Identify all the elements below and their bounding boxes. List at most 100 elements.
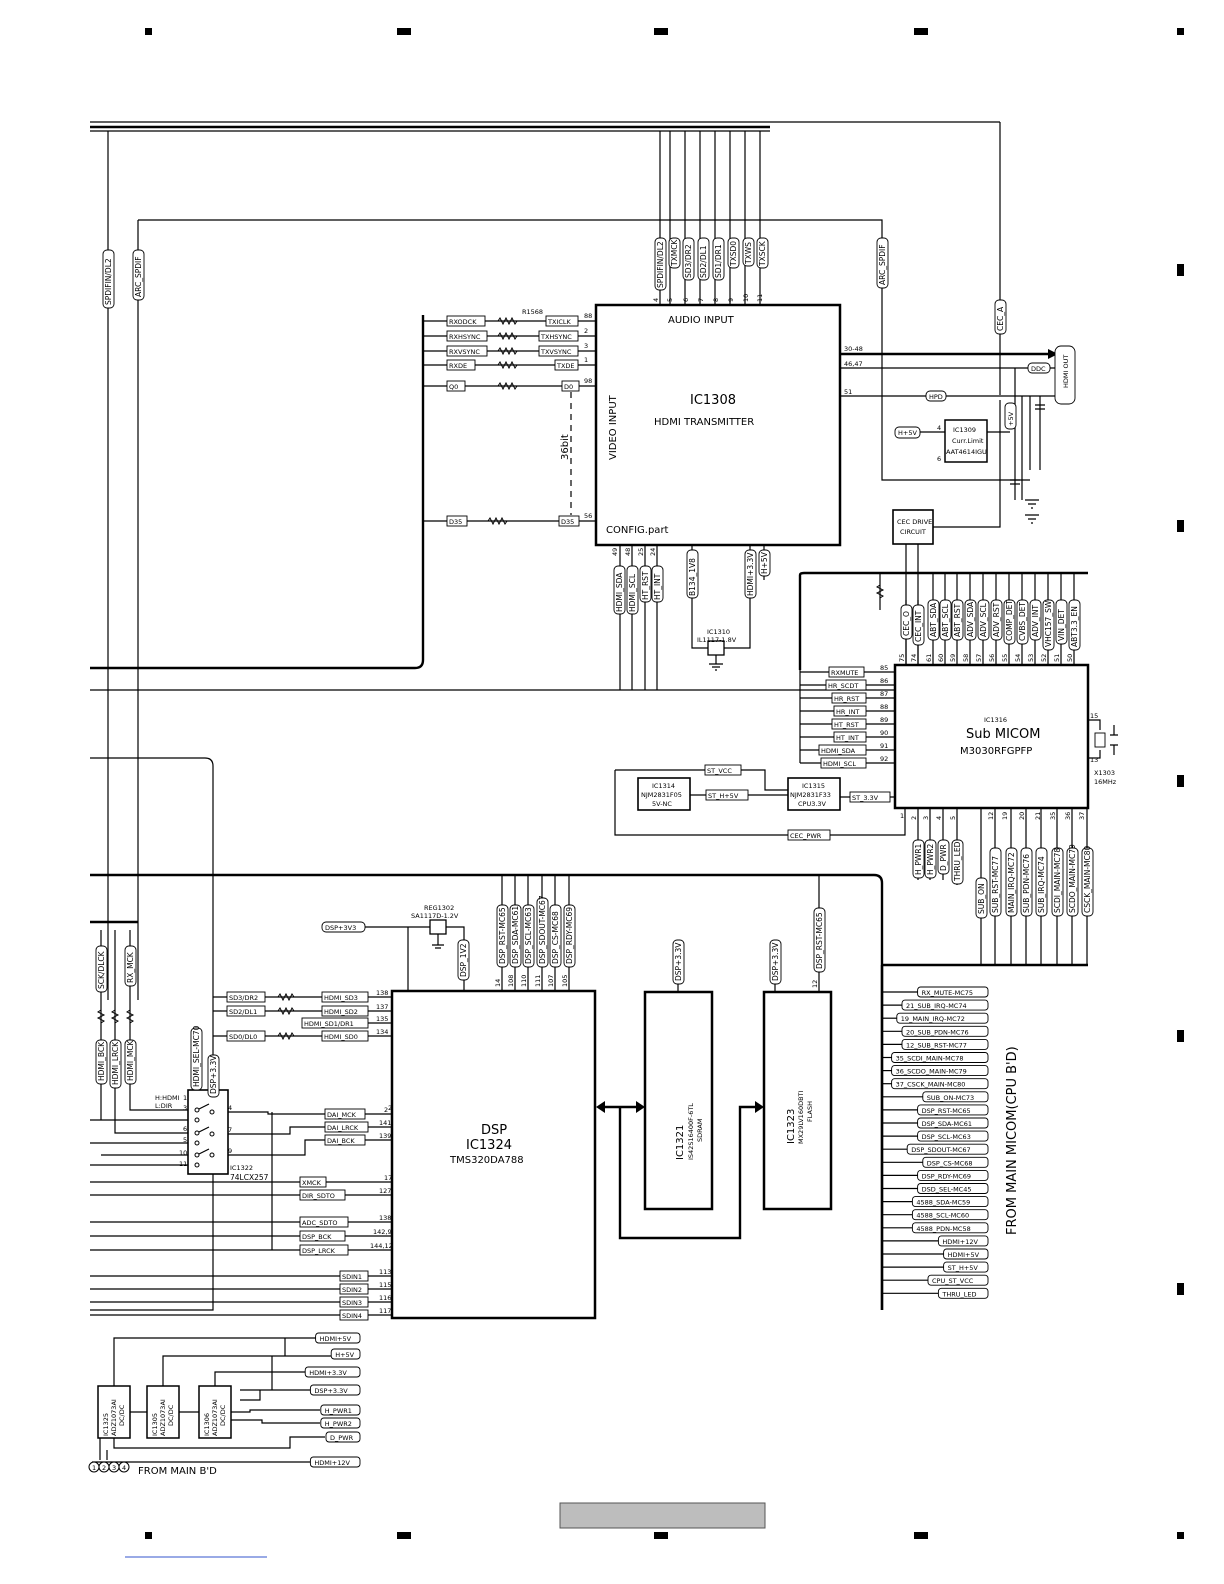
signal-tag <box>937 1287 989 1299</box>
power-tag <box>309 1384 361 1396</box>
signal-tag <box>943 1248 989 1260</box>
net-d0: D0 <box>564 383 573 391</box>
ic1305-part: ADZ1073AI <box>159 1399 167 1436</box>
power-label: H+5V <box>335 1351 354 1359</box>
ic1325-part: ADZ1073AI <box>110 1399 118 1436</box>
pin-cec-o: CEC_O <box>902 611 911 636</box>
signal-tag <box>917 1104 989 1116</box>
pin-num: 5 <box>949 816 957 820</box>
pin-thru-led: THRU_LED <box>953 841 962 882</box>
ic1321-part: IS42S16400F-6TL <box>687 1103 695 1160</box>
net-txde: TXDE <box>556 362 575 370</box>
pin-num: 30-48 <box>844 345 863 353</box>
ic1323-type: FLASH <box>806 1101 814 1122</box>
pin-sd2-dl1: SD2/DL1 <box>699 245 708 278</box>
net-q0: Q0 <box>449 383 458 391</box>
net-rx-mck: RX_MCK <box>126 951 135 983</box>
signal-label: 21_SUB_IRQ-MC74 <box>906 1002 967 1010</box>
pin-num: 10 <box>742 294 750 302</box>
signal-label: ST_H+5V <box>948 1264 979 1272</box>
mux-note-dir: L:DIR <box>155 1102 173 1110</box>
pin-num: 4 <box>122 1464 126 1472</box>
pin-num: 135 <box>376 1015 388 1023</box>
ic1305-ref: IC1305 <box>151 1413 159 1436</box>
net-d35-in: D35 <box>449 518 462 526</box>
pin-num: 137 <box>376 1003 388 1011</box>
ic1316-sub-micom: IC1316 Sub MICOM M3030RFGPFP 15 13 X1303… <box>798 571 1118 810</box>
pin-num: 139 <box>379 1132 391 1140</box>
pin-num: 5 <box>183 1136 187 1144</box>
pin-sub-on: SUB_ON <box>977 883 986 914</box>
cec-circuit-label: CIRCUIT <box>900 528 926 536</box>
pin-num: 2 <box>910 816 918 820</box>
pin-num: 9 <box>727 298 735 302</box>
signal-tag <box>891 1052 989 1063</box>
power-tag <box>320 1417 361 1429</box>
net-dsp-bck: DSP_BCK <box>302 1233 332 1241</box>
net-rxodck: RXODCK <box>449 318 477 326</box>
cec-a-label: CEC_A <box>996 306 1005 331</box>
pin-num: 57 <box>975 654 983 662</box>
signal-label: 35_SCDI_MAIN-MC78 <box>896 1055 964 1063</box>
pin-num: 17 <box>384 1174 392 1182</box>
net-dsp-1v2: DSP_1V2 <box>459 943 468 977</box>
net-rxhsync: RXHSYNC <box>449 333 481 341</box>
pin-num: 15 <box>1090 712 1098 720</box>
pin-num: 74 <box>910 654 918 662</box>
pin-num: 6 <box>937 455 941 463</box>
ic1308-hdmi-transmitter: AUDIO INPUT IC1308 HDMI TRANSMITTER VIDE… <box>560 303 842 547</box>
signal-tag <box>917 1183 989 1194</box>
ic1322-ref: IC1322 <box>230 1164 253 1172</box>
ic1315-out: CPU3.3V <box>798 800 827 808</box>
dcdc-section: IC1325 ADZ1073AI DC/DC IC1305 ADZ1073AI … <box>88 1332 361 1477</box>
pin-dsp-cs: DSP_CS-MC68 <box>551 911 560 964</box>
pin-num: 46,47 <box>844 360 863 368</box>
signal-label: CPU_ST_VCC <box>932 1277 974 1285</box>
pin-num: 6 <box>183 1125 187 1133</box>
pin-num: 105 <box>561 975 569 987</box>
signal-label: RX_MUTE-MC75 <box>922 989 973 997</box>
pin-num: 53 <box>1027 654 1035 662</box>
resistor-ref: R1568 <box>522 308 543 316</box>
pin-spdifin-dl2: SPDIFIN/DL2 <box>656 241 665 288</box>
signal-tag <box>922 1156 989 1168</box>
pin-h5v: H+5V <box>760 551 769 574</box>
ic1315-ref: IC1315 <box>802 782 825 790</box>
power-label: H_PWR1 <box>325 1407 352 1415</box>
pin-num: 98 <box>584 377 592 385</box>
ic1316-part: M3030RFGPFP <box>960 746 1032 757</box>
pin-num: 142,9 <box>373 1228 392 1236</box>
pin-num: 87 <box>880 690 888 698</box>
pin-num: 36 <box>1064 812 1072 820</box>
pin-hdmi-sda: HDMI_SDA <box>615 572 624 612</box>
net-hdmi-scl: HDMI_SCL <box>823 760 856 768</box>
net-sdin3: SDIN3 <box>342 1299 362 1307</box>
pin-hdmi-3v3: HDMI+3.3V <box>746 552 755 596</box>
xtal-freq: 16MHz <box>1094 778 1117 786</box>
pin-num: 58 <box>962 654 970 662</box>
net-hdmi-sd3: HDMI_SD3 <box>324 994 358 1002</box>
pin-abt-rst: ABT_RST <box>953 603 962 637</box>
pin-num: 4 <box>652 298 660 302</box>
pin-num: 4 <box>228 1104 232 1112</box>
signal-tag <box>911 1196 989 1208</box>
net-sdin1: SDIN1 <box>342 1273 362 1281</box>
signal-label: HDMI+12V <box>942 1238 978 1246</box>
pin-num: 86 <box>880 677 888 685</box>
pin-num: 6 <box>682 298 690 302</box>
memory-ics: IC1321 IS42S16400F-6TL SDRAM DSP+3.3V IC… <box>596 875 833 1240</box>
pin-num: 113 <box>379 1268 391 1276</box>
ic1308-right-outputs: 30-48 46,47 DDC 51 HPD HDMI OUT <box>840 345 1076 524</box>
pin-txws: TXWS <box>744 242 753 265</box>
pin-adv-sda: ADV_SDA <box>966 601 975 637</box>
hdmi-out-label: HDMI OUT <box>1062 355 1070 388</box>
net-cec-pwr: CEC_PWR <box>790 832 822 840</box>
ic1324-part: TMS320DA788 <box>449 1155 524 1166</box>
pin-num: 60 <box>937 654 945 662</box>
pin-num: 85 <box>880 664 888 672</box>
signal-tag <box>922 1091 989 1103</box>
pin-d-pwr: D_PWR <box>939 844 948 871</box>
net-flash-3v3: DSP+3.3V <box>771 942 780 981</box>
